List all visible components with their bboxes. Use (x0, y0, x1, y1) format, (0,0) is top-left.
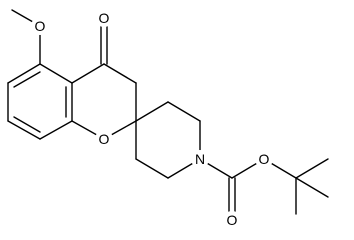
bond-tbu-methyl-2 (295, 177, 329, 198)
piperidine-nitrogen-label: N (195, 151, 205, 167)
methoxy-oxygen-label: O (35, 18, 46, 34)
bond-pip-2 (167, 101, 201, 122)
bond-aryl-carbonyl (71, 63, 105, 84)
ester-oxygen-label: O (259, 151, 270, 167)
bond-aromatic-inner-2 (13, 116, 41, 133)
bond-pip-5 (135, 158, 169, 179)
bond-tbu-methyl-1 (295, 158, 329, 179)
bond-spiro-pip-1 (135, 101, 169, 122)
bond-aromatic-6 (39, 63, 73, 84)
bond-aromatic-1 (7, 63, 41, 84)
ring-oxygen-label: O (99, 131, 110, 147)
bond-aromatic-3 (7, 120, 41, 140)
ketone-oxygen-label: O (99, 10, 110, 26)
bond-aromatic-inner-1 (13, 71, 41, 88)
chemical-structure-diagram: O O O N O O (7, 9, 329, 229)
bond-aromatic-4 (39, 120, 73, 140)
carbonyl-oxygen-label: O (227, 212, 238, 228)
bond-carbonyl-ch2 (103, 63, 137, 84)
